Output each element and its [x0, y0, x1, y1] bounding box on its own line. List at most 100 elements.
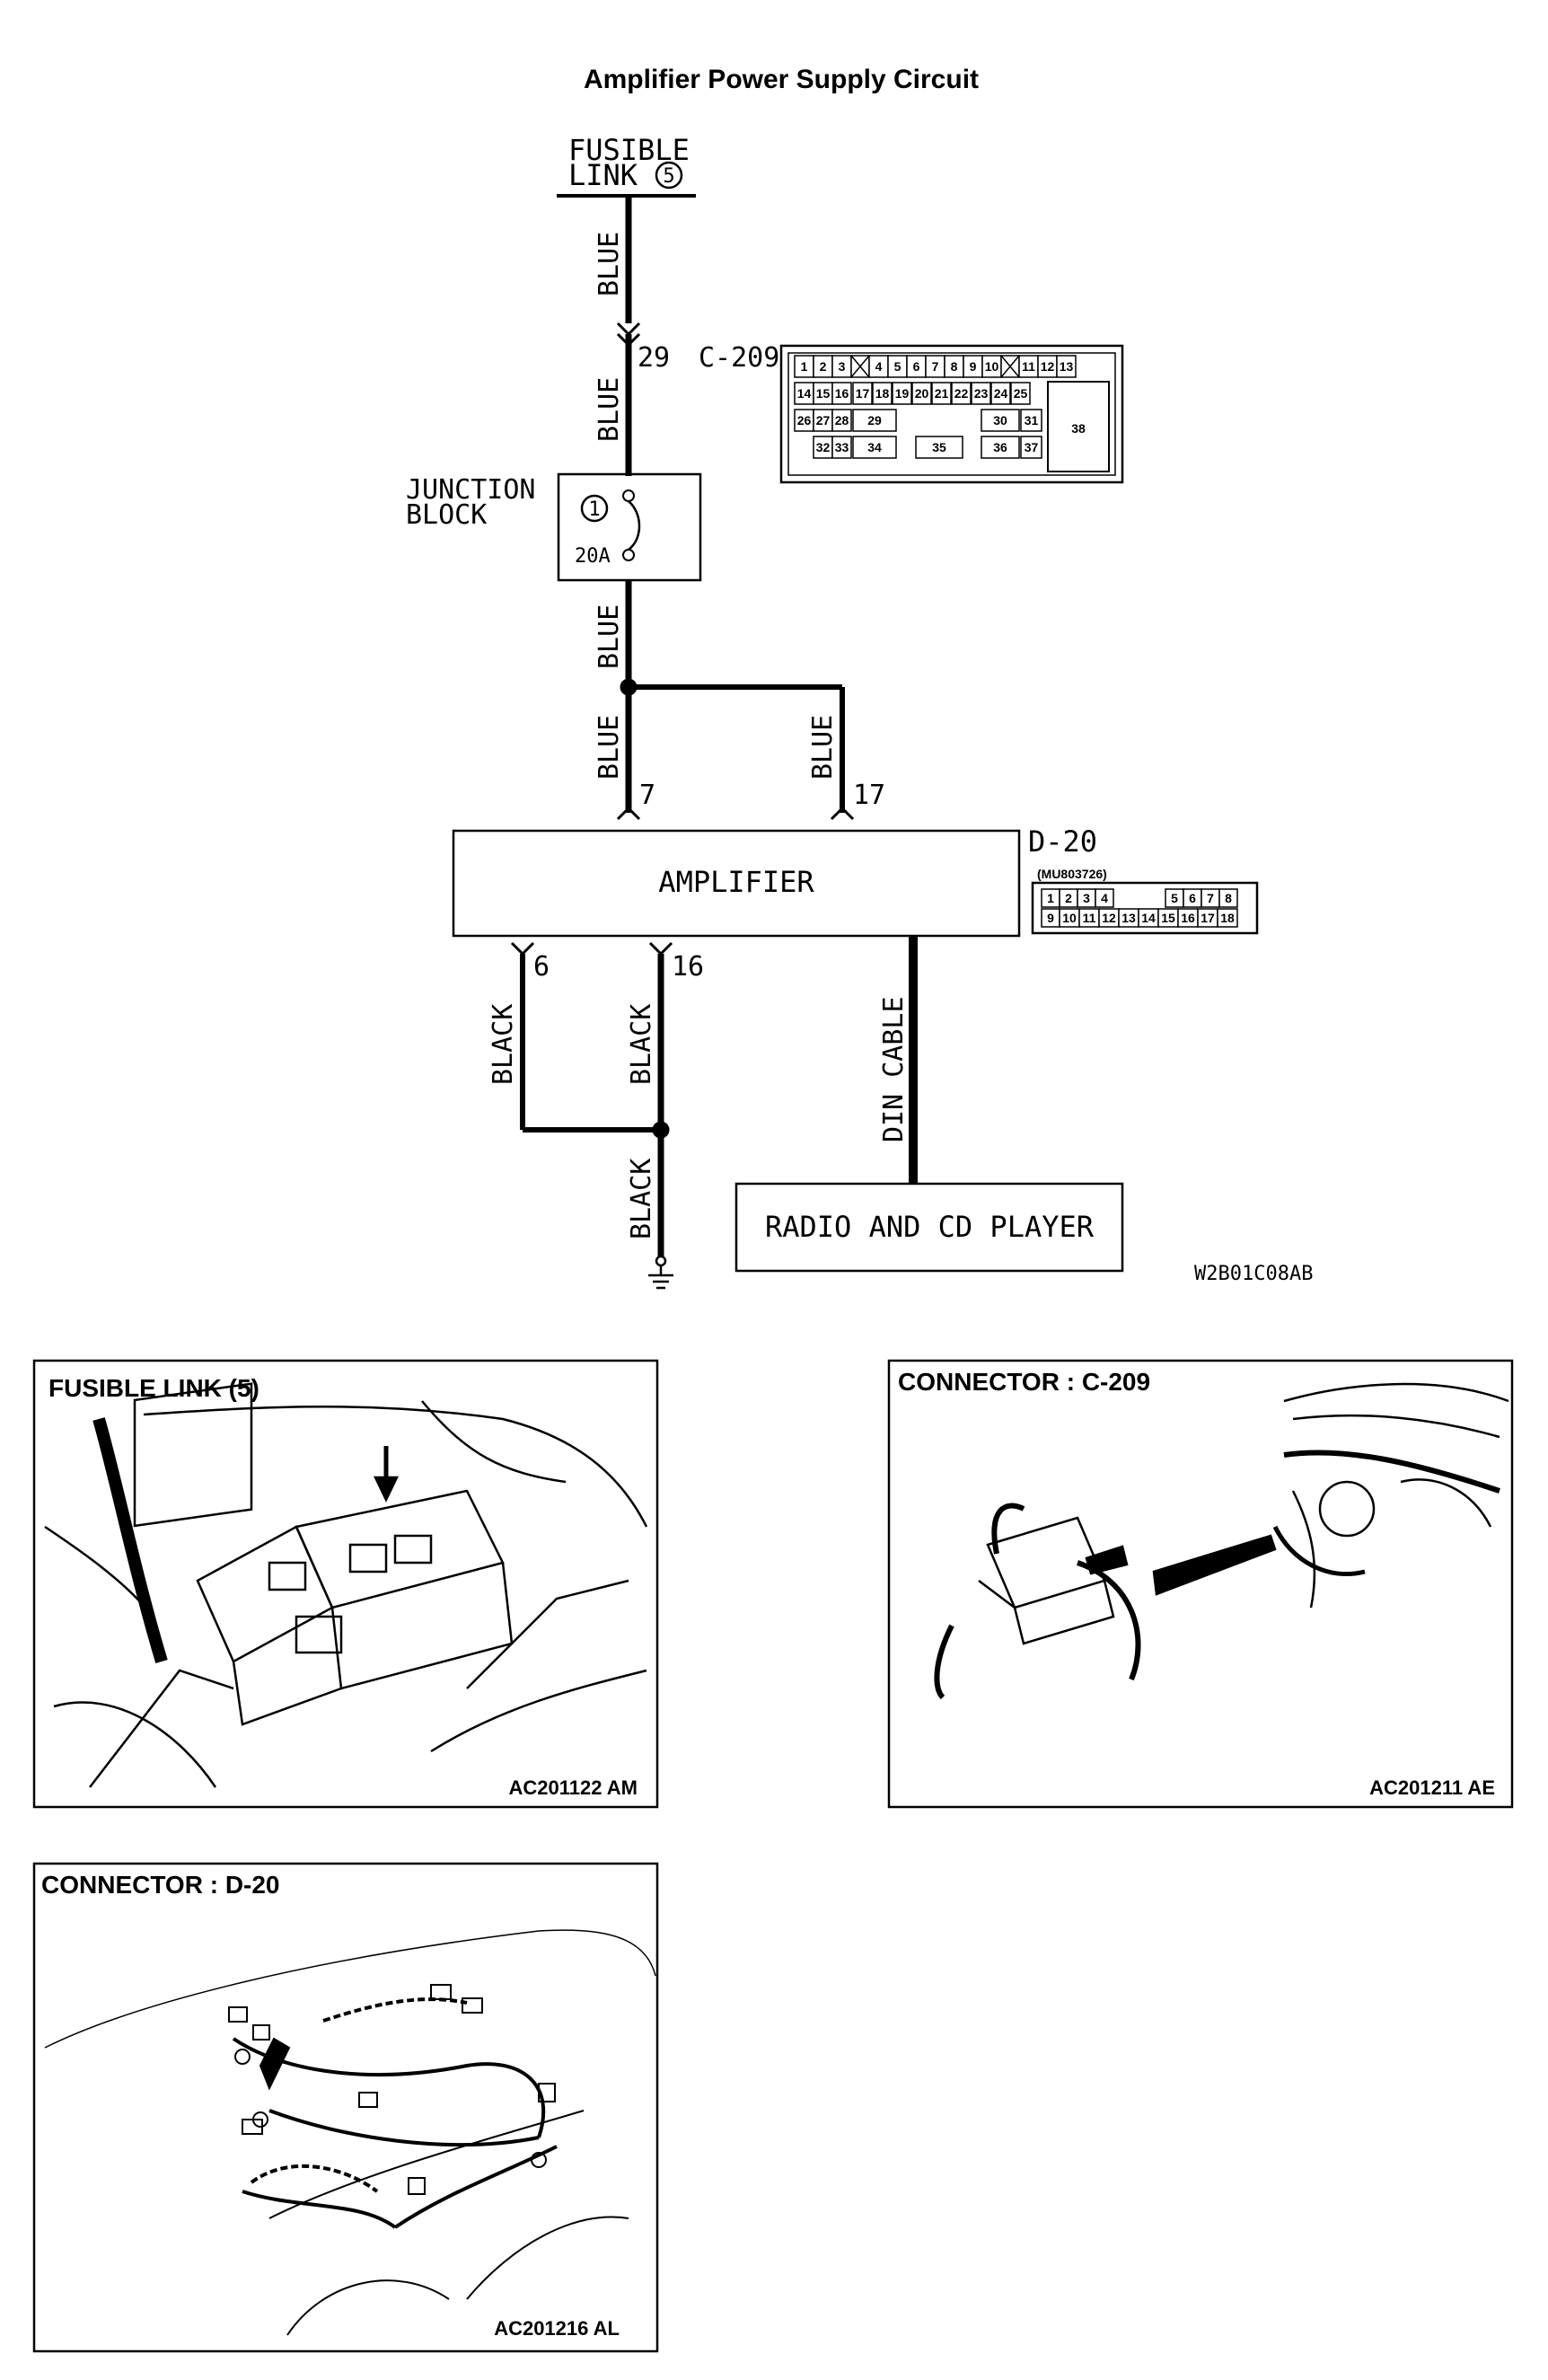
pin-number: 1 [1047, 891, 1054, 905]
pin-chevron [648, 941, 673, 956]
pin-number: 28 [835, 413, 849, 428]
arrow-icon [259, 2037, 291, 2091]
pin-chevron [830, 806, 855, 821]
photo-frame [32, 1862, 659, 2353]
pin-number: 6 [913, 359, 920, 374]
c209-housing [779, 344, 1124, 484]
pin-cell [852, 382, 873, 405]
pin-chevron [616, 806, 641, 821]
pin-cell [915, 436, 963, 459]
wire-color-label: BLACK [626, 1159, 657, 1239]
pin-cell [1056, 355, 1077, 378]
ground-splice-point [652, 1121, 670, 1139]
junction-block-label-1: JUNCTION [406, 474, 536, 506]
pin-number: 30 [993, 413, 1007, 428]
harness-illustration [44, 1929, 656, 2336]
c209-label: C-209 [699, 342, 779, 374]
photo-code: AC201211 AE [1369, 1776, 1495, 1799]
pin-number: 2 [820, 359, 827, 374]
fuse-terminal [622, 489, 635, 502]
photo-title: CONNECTOR : C-209 [898, 1368, 1150, 1396]
connector-c209-face: 38 [779, 344, 1124, 484]
pin-cell [1010, 382, 1031, 405]
pin-cell [1218, 888, 1238, 908]
pin-cell [831, 409, 852, 432]
pin-cell [852, 436, 897, 459]
pin-number: 22 [954, 386, 969, 401]
photo-connector-d20: CONNECTOR : D-20 AC201216 AL [32, 1862, 659, 2353]
pin-cell [981, 409, 1020, 432]
pin-cell [981, 436, 1020, 459]
pin-number: 37 [1025, 440, 1039, 454]
connector-chevron [616, 322, 641, 337]
pin-cell [1095, 888, 1114, 908]
pin-number: 32 [816, 440, 831, 454]
fuse-number: 1 [588, 498, 600, 521]
fusible-link-number-circle [655, 161, 683, 190]
wire-color-label: BLACK [626, 1004, 657, 1085]
pin-number: 26 [797, 413, 812, 428]
d20-label: D-20 [1028, 824, 1097, 859]
pin-number: 16 [1181, 911, 1195, 925]
photo-title: CONNECTOR : D-20 [41, 1871, 280, 1899]
pin-number: 18 [875, 386, 890, 401]
pin-number: 19 [895, 386, 910, 401]
pin-number: 10 [985, 359, 999, 374]
pin-29-label: 29 [638, 342, 670, 374]
pin-number: 9 [970, 359, 977, 374]
pin-number: 5 [894, 359, 902, 374]
radio-label: RADIO AND CD PLAYER [765, 1210, 1095, 1244]
d20-part-number: (MU803726) [1037, 867, 1107, 881]
wire-color-label: BLUE [594, 377, 625, 442]
d20-housing [1031, 881, 1259, 935]
pin-number: 17 [1201, 911, 1215, 925]
pin-number: 15 [1161, 911, 1175, 925]
pin-number: 8 [1225, 891, 1232, 905]
pin-number: 31 [1025, 413, 1039, 428]
pin-number: 10 [1062, 911, 1077, 925]
pin-number: 16 [835, 386, 849, 401]
photo-frame [887, 1359, 1514, 1809]
fuse-rating: 20A [575, 545, 611, 568]
pin-number: 33 [835, 440, 849, 454]
din-cable-label: DIN CABLE [878, 996, 910, 1142]
pin-number: 23 [974, 386, 989, 401]
pin-cell [931, 382, 952, 405]
pin-cell [892, 382, 912, 405]
page-title: Amplifier Power Supply Circuit [584, 65, 979, 94]
pin-number: 21 [935, 386, 949, 401]
pin-number: 7 [932, 359, 939, 374]
pin-17-label: 17 [853, 780, 885, 811]
blank-pin-cross [850, 355, 870, 378]
pin-number: 1 [801, 359, 808, 374]
fusible-link-label-1: FUSIBLE [568, 133, 690, 167]
pin-number: 7 [1207, 891, 1214, 905]
pin-number: 34 [867, 440, 882, 454]
fuse-terminal [622, 549, 635, 561]
pin-number: 4 [1101, 891, 1108, 905]
pin-number: 18 [1220, 911, 1235, 925]
pin-number: 13 [1121, 911, 1136, 925]
photo-frame [32, 1359, 659, 1809]
pin-number: 9 [1047, 911, 1054, 925]
fuse-element-icon [628, 500, 641, 551]
pin-cell [831, 382, 852, 405]
amplifier-box [452, 829, 1021, 938]
pin-16-label: 16 [672, 951, 704, 983]
arrow-icon [374, 1476, 399, 1503]
c209-pin: 38 [1071, 421, 1086, 436]
photo-code: AC201216 AL [494, 2317, 620, 2340]
pin-number: 29 [867, 413, 882, 428]
pin-number: 11 [1022, 359, 1035, 374]
pin-number: 6 [1189, 891, 1196, 905]
pin-number: 17 [856, 386, 870, 401]
pin-cell [1020, 436, 1042, 459]
pin-number: 20 [915, 386, 929, 401]
radio-box [734, 1182, 1124, 1273]
pin-cell [852, 409, 897, 432]
photo-connector-c209: CONNECTOR : C-209 AC201211 AE [887, 1359, 1514, 1809]
blank-pin-cross [1000, 355, 1020, 378]
fusible-link-number: 5 [663, 165, 674, 188]
figure-code: W2B01C08AB [1194, 1263, 1313, 1285]
